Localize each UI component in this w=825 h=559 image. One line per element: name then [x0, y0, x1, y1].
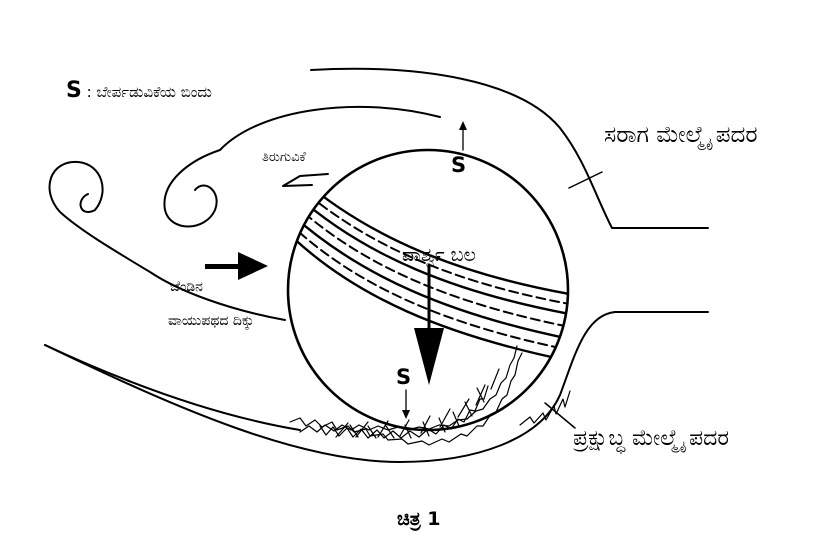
side-force-arrowhead-icon	[414, 328, 444, 385]
laminar-leader-line	[568, 171, 603, 189]
separation-bottom-arrowhead-icon	[402, 410, 410, 419]
legend-separator: :	[81, 83, 97, 101]
spin-arrow-icon	[282, 173, 329, 187]
legend-text: ಬೇರ್ಪಡುವಿಕೆಯ ಬಿಂದು	[96, 83, 212, 101]
turbulent-layer-label: ಪ್ರಕ್ಷುಬ್ಧ ಮೇಲ್ಮೈ ಪದರ	[573, 426, 729, 451]
lower-airflow-line	[44, 311, 709, 463]
separation-point-top-label: S	[451, 153, 467, 177]
separation-top-arrowhead-icon	[459, 121, 467, 130]
airflow-direction-label-line2: ವಾಯುಪಥದ ದಿಕ್ಕು	[168, 313, 255, 329]
airflow-arrowhead-icon	[238, 252, 268, 280]
spin-label: ತಿರುಗುವಿಕೆ	[262, 150, 306, 165]
turbulent-layer-hatch	[289, 345, 571, 446]
lower-stream-line	[44, 344, 301, 431]
legend-symbol: S	[66, 78, 82, 103]
airflow-direction-label-line1: ಚೆಂಡಿನ	[170, 279, 203, 295]
upper-airflow-line	[310, 67, 709, 229]
airflow-arrow-shaft	[205, 264, 247, 269]
middle-vortex-spiral	[163, 105, 441, 228]
figure-caption: ಚಿತ್ರ 1	[397, 508, 441, 530]
laminar-layer-label: ಸರಾಗ ಮೇಲ್ಮೈ ಪದರ	[604, 122, 758, 148]
left-vortex-spiral	[48, 160, 286, 321]
separation-point-legend: S : ಬೇರ್ಪಡುವಿಕೆಯ ಬಿಂದು	[66, 80, 212, 102]
turbulent-leader-line	[544, 402, 576, 429]
side-force-label: ಪಾರ್ಶ್ವ ಬಲ	[402, 244, 476, 266]
ball-seam	[288, 176, 568, 364]
separation-point-bottom-label: S	[396, 365, 412, 389]
ball	[286, 148, 570, 432]
